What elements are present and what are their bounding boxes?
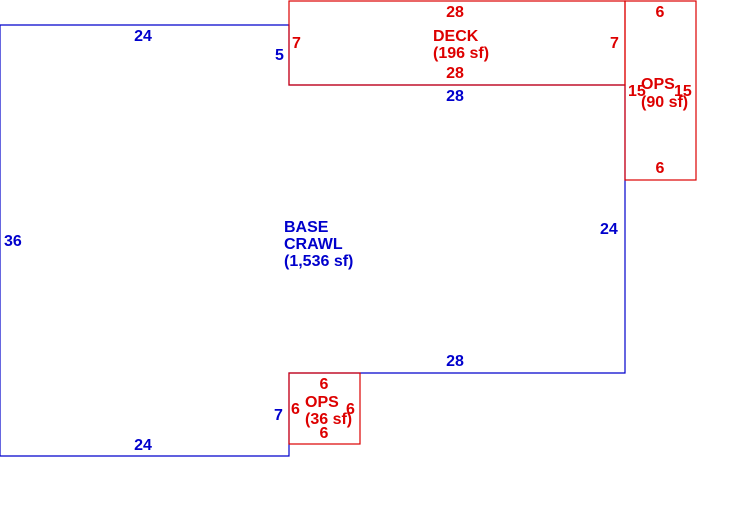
deck-name: DECK xyxy=(433,28,479,45)
base-dim-bottom: 24 xyxy=(134,437,152,454)
ops-right-dim-left: 15 xyxy=(628,83,646,100)
base-dim-right: 24 xyxy=(600,221,618,238)
base-dim-inner-bottom: 28 xyxy=(446,353,464,370)
ops-right-dim-bottom: 6 xyxy=(656,160,665,177)
ops-bottom-outline xyxy=(288,372,361,445)
ops-bottom-dim-left: 6 xyxy=(291,401,300,418)
base-dim-left: 36 xyxy=(4,233,22,250)
ops-bottom-name: OPS xyxy=(305,394,339,411)
base-dim-top-step: 5 xyxy=(275,47,284,64)
ops-bottom-dim-right: 6 xyxy=(346,401,355,418)
ops-right-dim-top: 6 xyxy=(656,4,665,21)
base-dim-deck-edge: 28 xyxy=(446,88,464,105)
base-name-line1: BASE xyxy=(284,219,329,236)
ops-right-name: OPS xyxy=(641,76,675,93)
base-name-line2: CRAWL xyxy=(284,236,343,253)
base-dim-bottom-step: 7 xyxy=(274,407,283,424)
base-dim-top: 24 xyxy=(134,28,152,45)
ops-bottom-dim-bottom: 6 xyxy=(320,425,329,442)
ops-right-dim-right: 15 xyxy=(674,83,692,100)
ops-right-outline xyxy=(624,0,697,181)
ops-bottom-area: (36 sf) xyxy=(305,411,352,428)
ops-bottom-dim-top: 6 xyxy=(320,376,329,393)
deck-area: (196 sf) xyxy=(433,45,489,62)
base-area: (1,536 sf) xyxy=(284,253,353,270)
deck-dim-bottom: 28 xyxy=(446,65,464,82)
deck-dim-top: 28 xyxy=(446,4,464,21)
deck-dim-right: 7 xyxy=(610,35,619,52)
ops-right-area: (90 sf) xyxy=(641,94,688,111)
deck-dim-left: 7 xyxy=(292,35,301,52)
